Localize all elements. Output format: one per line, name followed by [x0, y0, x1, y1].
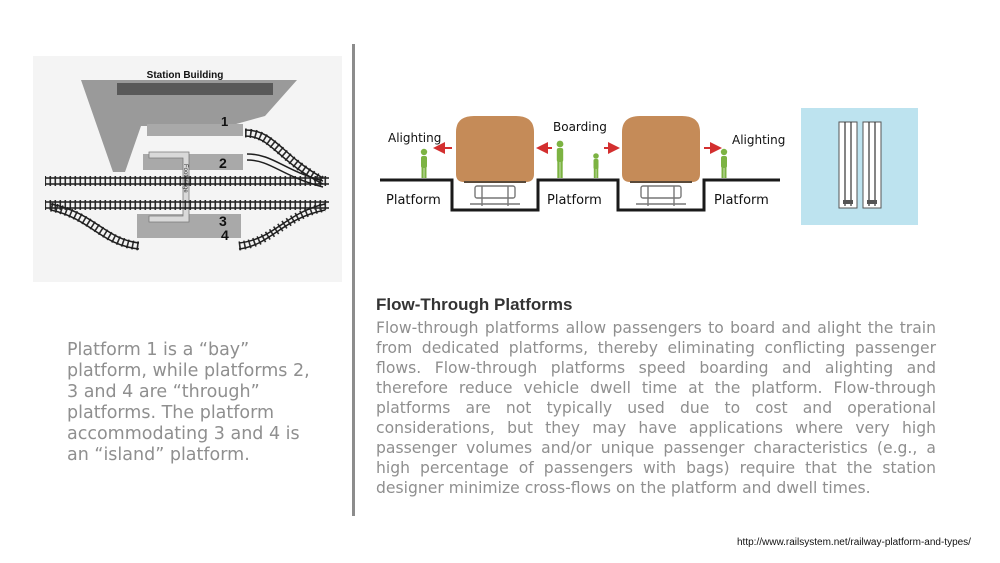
source-url-link[interactable]: http://www.railsystem.net/railway-platfo… — [737, 537, 971, 548]
track-branch-platform-2 — [246, 153, 324, 188]
section-title: Flow-Through Platforms — [376, 295, 573, 314]
label-platform-middle: Platform — [547, 193, 602, 208]
person-alighting-right — [720, 148, 728, 178]
label-platform-right: Platform — [714, 193, 769, 208]
section-body-text: Flow-through platforms allow passengers … — [376, 319, 936, 497]
vertical-divider — [352, 44, 355, 516]
platform-number-3: 3 — [219, 213, 227, 229]
person-boarding-2 — [593, 153, 599, 178]
person-alighting-left — [420, 148, 428, 178]
footbridge — [148, 151, 190, 223]
station-building-label: Station Building — [147, 70, 224, 81]
building-inner-block — [117, 83, 273, 95]
label-alighting-left: Alighting — [388, 131, 441, 145]
label-boarding: Boarding — [553, 120, 607, 134]
label-alighting-right: Alighting — [732, 133, 785, 147]
left-caption: Platform 1 is a “bay” platform, while pl… — [67, 340, 310, 465]
platform-number-2: 2 — [219, 155, 227, 171]
track-branch-platform-4 — [49, 202, 327, 251]
track-main-lower — [45, 200, 329, 210]
platform-number-4: 4 — [221, 227, 229, 243]
flow-through-diagram: Alighting Boarding Alighting Platform Pl… — [380, 116, 785, 212]
platform-number-1: 1 — [221, 114, 228, 129]
station-layout-diagram: Station Building Footbridge 1 2 3 4 — [33, 56, 342, 282]
platform-profile — [380, 178, 780, 212]
person-boarding-1 — [556, 140, 564, 178]
track-main-upper — [45, 176, 329, 186]
train-car-right — [622, 116, 700, 206]
train-car-left — [456, 116, 534, 206]
label-platform-left: Platform — [386, 193, 441, 208]
platform-1 — [147, 124, 243, 136]
flow-through-plan-view — [801, 108, 918, 225]
